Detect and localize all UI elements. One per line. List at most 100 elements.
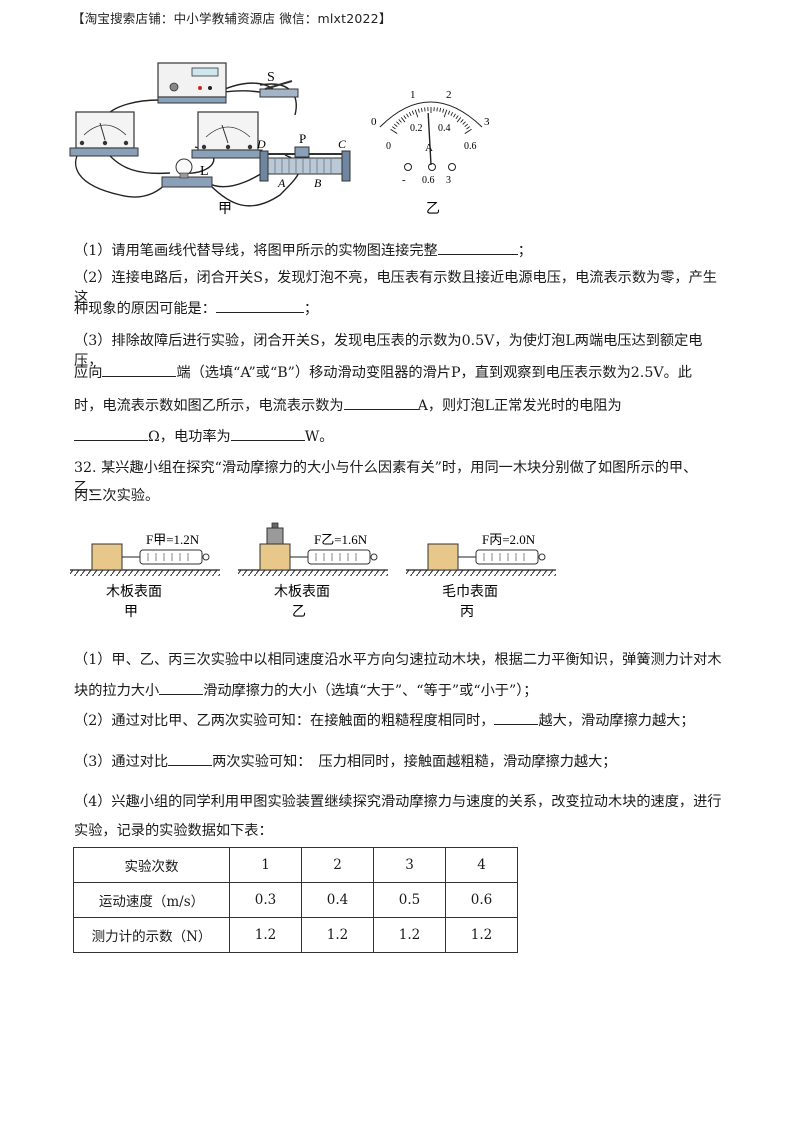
dial-tick xyxy=(447,110,451,115)
lamp: L xyxy=(161,158,213,188)
answer-blank[interactable] xyxy=(102,362,177,377)
dial-needle xyxy=(427,113,432,166)
dial-tick xyxy=(455,115,459,120)
q32-part4-line1: （4）兴趣小组的同学利用甲图实验装置继续探究滑动摩擦力与速度的关系，改变拉动木块… xyxy=(74,794,722,810)
table-cell: 0.6 xyxy=(445,882,518,918)
answer-blank[interactable] xyxy=(74,426,148,441)
force-label-bing: F丙=2.0N xyxy=(482,532,536,547)
table-row: 运动速度（m/s） 0.3 0.4 0.5 0.6 xyxy=(73,882,518,918)
force-label-yi: F乙=1.6N xyxy=(314,532,368,547)
lamp-label: L xyxy=(200,164,209,179)
dial-tick xyxy=(456,117,462,123)
dial-unit: A xyxy=(425,142,433,154)
dial-top-tick-2: 2 xyxy=(446,89,452,101)
q32-stem-line2: 丙三次实验。 xyxy=(74,488,160,504)
experiment-label-bing: 丙 xyxy=(460,605,474,620)
dial-tick xyxy=(460,119,464,123)
figure-label-yi: 乙 xyxy=(426,201,440,217)
voltmeter-device xyxy=(191,111,263,159)
q32-part2: （2）通过对比甲、乙两次实验可知：在接触面的粗糙程度相同时，越大，滑动摩擦力越大… xyxy=(74,710,724,731)
q32-part4-line2: 实验，记录的实验数据如下表： xyxy=(74,823,273,839)
dial-tick xyxy=(466,126,470,130)
dial-bottom-tick-2: 0.4 xyxy=(438,123,451,134)
dial-tick xyxy=(417,108,420,113)
q31-part3-line2: 应向端（选填“A”或“B”）移动滑动变阻器的滑片P，直到观察到电压表示数为2.5… xyxy=(74,362,724,383)
experiment-bing: F丙=2.0N 毛巾表面 丙 xyxy=(406,532,556,620)
force-label-jia: F甲=1.2N xyxy=(146,532,200,547)
table-row: 实验次数 1 2 3 4 xyxy=(73,847,518,883)
answer-blank[interactable] xyxy=(168,751,213,766)
surface-label-jia: 木板表面 xyxy=(106,584,162,600)
dial-tick xyxy=(420,107,423,112)
rheostat-label-p: P xyxy=(299,131,306,146)
power-supply xyxy=(157,62,227,104)
table-cell: 1.2 xyxy=(229,917,302,953)
dial-tick xyxy=(414,109,419,118)
table-cell: 2 xyxy=(301,847,374,883)
dial-tick xyxy=(406,113,409,118)
dial-tick xyxy=(403,115,407,120)
experiment-jia: F甲=1.2N 木板表面 甲 xyxy=(70,532,220,620)
dial-tick xyxy=(462,121,466,125)
table-cell: 1.2 xyxy=(445,917,518,953)
dial-tick xyxy=(424,107,426,112)
experiment-label-yi: 乙 xyxy=(292,604,306,620)
surface-label-yi: 木板表面 xyxy=(274,584,330,600)
page-header: 【淘宝搜索店铺：中小学教辅资源店 微信：mlxt2022】 xyxy=(72,11,392,26)
table-cell: 3 xyxy=(373,847,446,883)
dial-bottom-tick-3: 0.6 xyxy=(464,141,477,152)
switch-label: S xyxy=(267,70,275,85)
surface-label-bing: 毛巾表面 xyxy=(442,584,498,600)
dial-tick xyxy=(398,119,402,123)
q32-stem-line1: 32. 某兴趣小组在探究“滑动摩擦力的大小与什么因素有关”时，用同一木块分别做了… xyxy=(74,460,698,496)
dial-tick xyxy=(408,111,412,116)
q32-part1-line1: （1）甲、乙、丙三次实验中以相同速度沿水平方向匀速拉动木块，根据二力平衡知识，弹… xyxy=(74,652,722,668)
q31-part2-line2: 种现象的原因可能是：； xyxy=(74,298,724,319)
answer-blank[interactable] xyxy=(159,680,204,695)
table-cell: 实验次数 xyxy=(73,847,230,883)
table-cell: 运动速度（m/s） xyxy=(73,882,230,918)
dial-terminal-minus: - xyxy=(402,174,406,186)
rheostat-label-c: C xyxy=(338,137,347,151)
dial-tick xyxy=(396,121,400,125)
table-cell: 1 xyxy=(229,847,302,883)
dial-tick xyxy=(400,117,406,123)
dial-tick xyxy=(442,108,445,113)
answer-blank[interactable] xyxy=(215,298,304,313)
q32-part1-line2: 块的拉力大小滑动摩擦力的大小（选填“大于”、“等于”或“小于”）； xyxy=(74,680,724,701)
q32-part3: （3）通过对比两次实验可知： 压力相同时，接触面越粗糙，滑动摩擦力越大； xyxy=(74,751,724,772)
table-cell: 4 xyxy=(445,847,518,883)
dial-tick xyxy=(450,111,454,116)
dial-top-tick-0: 0 xyxy=(371,116,377,128)
answer-blank[interactable] xyxy=(437,240,518,255)
rheostat-label-d: D xyxy=(256,137,266,151)
dial-tick xyxy=(439,107,442,112)
circuit-figure: S L xyxy=(69,62,490,217)
experiment-label-jia: 甲 xyxy=(124,605,138,620)
dial-terminal-06: 0.6 xyxy=(422,175,435,186)
dial-tick xyxy=(464,128,472,134)
table-cell: 0.3 xyxy=(229,882,302,918)
dial-tick xyxy=(411,110,415,115)
answer-blank[interactable] xyxy=(343,395,418,410)
rheostat: P D C A B xyxy=(256,131,351,190)
answer-blank[interactable] xyxy=(494,710,539,725)
dial-terminal-3: 3 xyxy=(446,175,451,186)
experiment-yi: F乙=1.6N 木板表面 乙 xyxy=(238,522,388,620)
figure-label-jia: 甲 xyxy=(218,202,232,217)
ammeter-dial: 0 1 2 3 0 0.2 0.4 0.6 A - 0.6 3 xyxy=(371,89,490,186)
dial-top-tick-3: 3 xyxy=(484,116,490,128)
dial-top-tick-1: 1 xyxy=(410,89,416,101)
table-cell: 1.2 xyxy=(373,917,446,953)
table-row: 测力计的示数（N） 1.2 1.2 1.2 1.2 xyxy=(73,917,518,953)
dial-tick xyxy=(393,123,398,128)
table-cell: 0.5 xyxy=(373,882,446,918)
friction-figure: F甲=1.2N 木板表面 甲 F乙=1.6N 木板表面 乙 F丙=2.0N 毛巾… xyxy=(70,522,556,620)
table-cell: 1.2 xyxy=(301,917,374,953)
dial-bottom-tick-0: 0 xyxy=(386,141,391,152)
dial-tick xyxy=(390,128,398,134)
table-cell: 0.4 xyxy=(301,882,374,918)
dial-tick xyxy=(443,109,448,118)
answer-blank[interactable] xyxy=(230,426,305,441)
